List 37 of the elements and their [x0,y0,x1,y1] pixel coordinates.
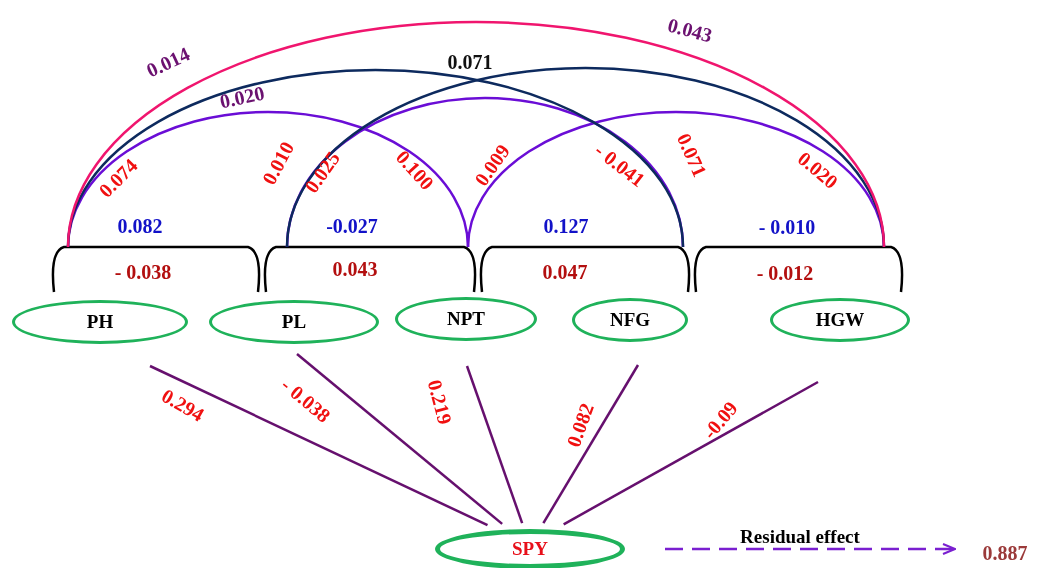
correlation-arc [466,111,886,248]
trait-oval: HGW [770,298,910,342]
coefficient-label: 0.082 [117,216,163,236]
edge-label: 0.043 [332,259,378,279]
path-line [465,365,524,524]
bracket-connector [479,245,691,293]
path-line [149,364,489,527]
coefficient-label: -0.027 [326,216,378,236]
bracket-connector [263,245,477,293]
coefficient-label: 0.043 [665,14,715,46]
coefficient-label: 0.010 [258,138,298,188]
edge-label: Residual effect [740,526,860,546]
edge-label: 0.219 [424,377,456,427]
edge-label: 0.047 [542,262,588,282]
coefficient-label: 0.127 [543,216,589,236]
correlation-arc [66,21,886,248]
path-line [542,364,640,524]
coefficient-label: 0.071 [447,52,493,72]
edge-label: - 0.038 [114,262,172,282]
path-line [563,380,819,526]
trait-oval: NPT [395,297,537,341]
trait-oval: NFG [572,298,688,342]
residual-arrow [665,543,956,555]
coefficient-label: 0.071 [673,130,711,180]
coefficient-label: 0.014 [143,43,193,81]
dependent-variable-oval: SPY [435,529,625,568]
bracket-connector [51,245,261,293]
edge-label: - 0.012 [756,263,814,283]
edge-label: 0.294 [158,385,208,425]
path-line [296,353,503,525]
residual-value: 0.887 [965,539,1045,567]
coefficient-label: 0.020 [217,82,267,112]
trait-oval: PH [12,300,188,344]
coefficient-label: - 0.010 [758,217,816,237]
trait-oval: PL [209,300,379,344]
bracket-connector [693,245,904,293]
edge-label: 0.082 [562,400,598,450]
